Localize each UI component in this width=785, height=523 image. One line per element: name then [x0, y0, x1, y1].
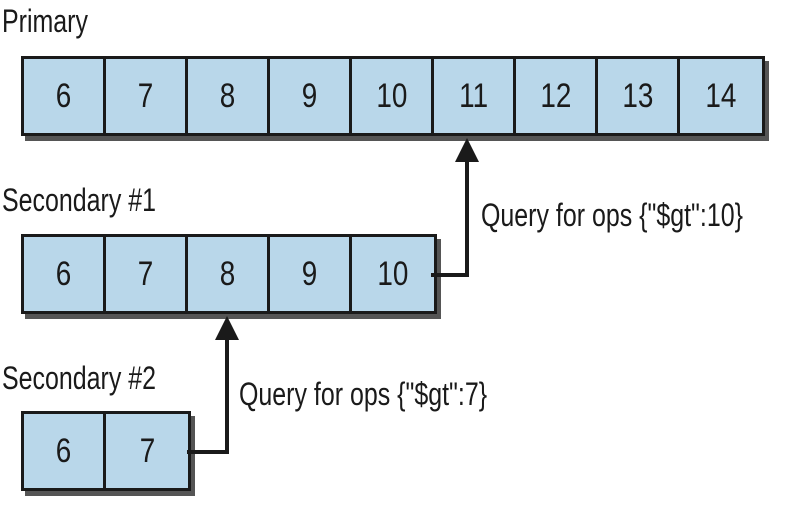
secondary1-entry-10: 10 [377, 254, 409, 293]
secondary2-oplog: 6 7 [21, 411, 191, 491]
secondary1-label: Secondary #1 [2, 182, 157, 218]
primary-arrowhead [455, 138, 479, 162]
primary-entry-14: 14 [705, 76, 737, 115]
secondary1-entry-9: 9 [270, 237, 352, 311]
primary-entry-7: 7 [106, 59, 188, 133]
primary-label: Primary [2, 3, 88, 39]
secondary2-query-label: Query for ops {"$gt":7} [239, 376, 488, 412]
primary-entry-12: 12 [516, 59, 598, 133]
secondary1-entry-7: 7 [106, 237, 188, 311]
primary-entry-8: 8 [188, 59, 270, 133]
secondary1-entry-8: 8 [188, 237, 270, 311]
secondary1-oplog: 6 7 8 9 10 [21, 234, 437, 314]
secondary2-entry-6: 6 [24, 414, 106, 488]
primary-oplog: 6 7 8 9 10 11 12 13 14 [21, 56, 765, 136]
primary-entry-13: 13 [598, 59, 680, 133]
primary-entry-6: 6 [24, 59, 106, 133]
primary-entry-9: 9 [270, 59, 352, 133]
secondary2-to-secondary1-arrow [187, 338, 229, 454]
secondary1-query-label: Query for ops {"$gt":10} [481, 197, 743, 233]
secondary1-arrowhead [215, 316, 239, 340]
secondary2-entry-7: 7 [139, 431, 155, 470]
secondary2-label: Secondary #2 [2, 360, 157, 396]
secondary1-entry-6: 6 [24, 237, 106, 311]
primary-entry-10: 10 [352, 59, 434, 133]
secondary1-to-primary-arrow [431, 160, 469, 277]
primary-entry-11: 11 [434, 59, 516, 133]
